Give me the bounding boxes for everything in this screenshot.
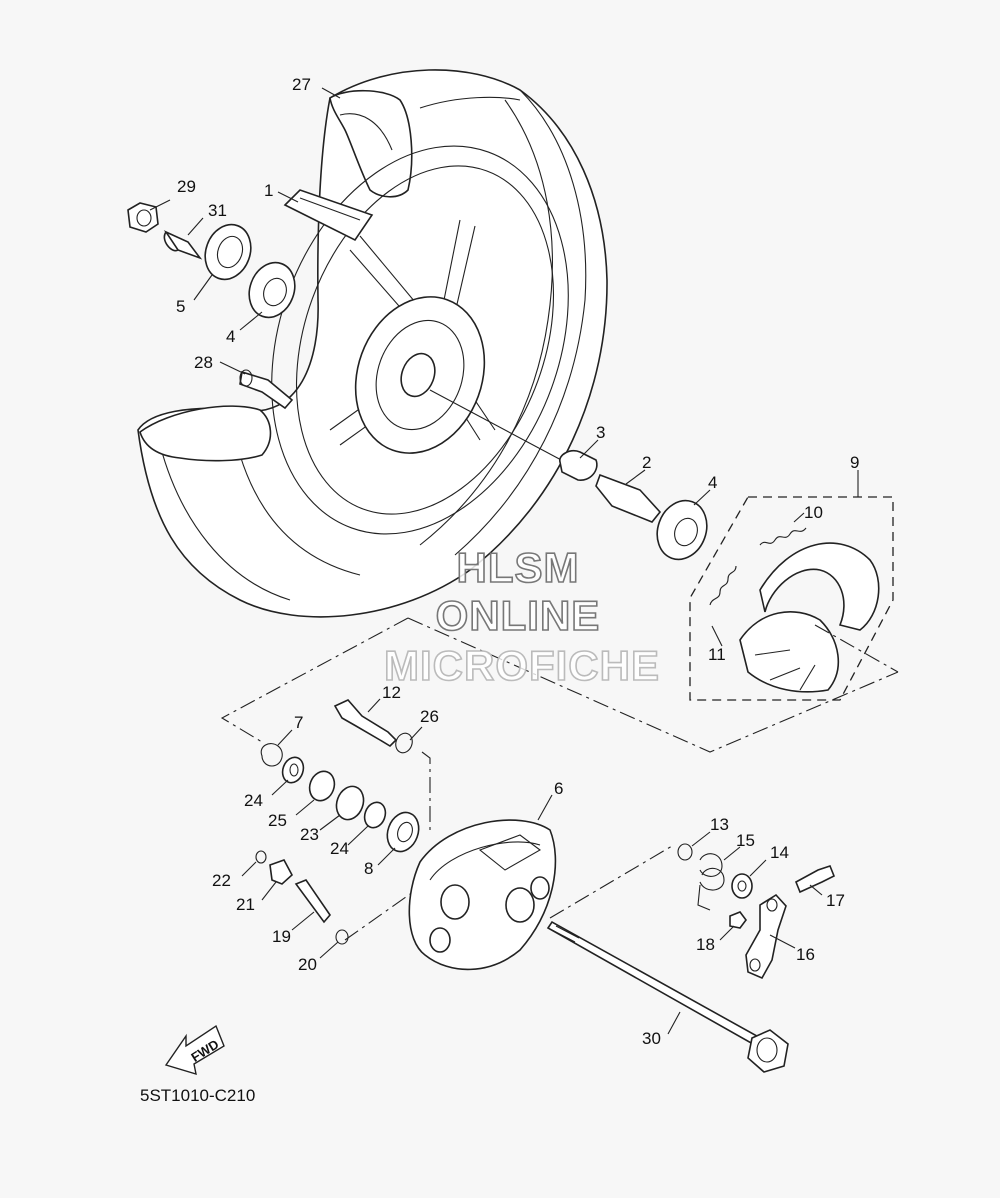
diagram-reference-code: 5ST1010-C210 (140, 1086, 255, 1105)
callout-15: 15 (736, 831, 755, 850)
spring-11 (709, 565, 737, 606)
watermark-line-3: MICROFICHE (384, 642, 660, 689)
callout-19: 19 (272, 927, 291, 946)
callout-1: 1 (264, 181, 273, 200)
oil-seal-8 (386, 811, 420, 853)
callout-3: 3 (596, 423, 605, 442)
camshaft-12 (333, 699, 398, 748)
callout-10: 10 (804, 503, 823, 522)
brake-shoe (759, 542, 880, 631)
leader-lines (149, 87, 859, 1035)
callout-24b: 24 (330, 839, 349, 858)
washer-20 (335, 929, 349, 945)
callout-23: 23 (300, 825, 319, 844)
nut-29 (127, 202, 159, 233)
brake-panel (408, 819, 557, 971)
callout-31: 31 (208, 201, 227, 220)
oring-26 (395, 732, 413, 754)
collar-31 (163, 230, 203, 260)
circlip-22 (255, 850, 267, 864)
spring-10 (759, 527, 807, 546)
callout-25: 25 (268, 811, 287, 830)
nut-18 (729, 911, 747, 929)
callout-24a: 24 (244, 791, 263, 810)
bolt-17 (794, 865, 836, 894)
wheel-assembly (137, 69, 608, 618)
pin-19 (294, 879, 332, 924)
callout-6: 6 (554, 779, 563, 798)
bearing-4-right (656, 499, 708, 561)
spacer-flange-3 (559, 450, 598, 481)
callout-12: 12 (382, 683, 401, 702)
callout-4-right: 4 (708, 473, 717, 492)
bolt-28 (239, 370, 294, 410)
watermark-line-2: ONLINE (436, 592, 601, 639)
washer-24b (363, 801, 387, 829)
washer-14 (731, 873, 753, 899)
callout-11: 11 (708, 645, 726, 664)
callout-labels: 27 1 29 31 5 4 28 3 2 4 9 10 11 12 26 7 … (176, 75, 859, 1048)
lever-23 (335, 785, 365, 821)
watermark: HLSM ONLINE MICROFICHE (383, 543, 660, 690)
bearing-4-left (248, 261, 296, 319)
oil-seal-5 (204, 223, 252, 281)
washer-24a (281, 756, 305, 784)
callout-8: 8 (364, 859, 373, 878)
left-hub-parts (127, 202, 296, 410)
callout-18: 18 (696, 935, 715, 954)
pin-21 (269, 859, 294, 885)
axle-spacer-parts (429, 389, 708, 561)
spacer-2 (595, 473, 662, 523)
callout-21: 21 (236, 895, 255, 914)
callout-5: 5 (176, 297, 185, 316)
axle-30 (546, 920, 789, 1073)
callout-16: 16 (796, 945, 815, 964)
callout-4-left: 4 (226, 327, 235, 346)
arm-16 (745, 893, 787, 980)
callout-9: 9 (850, 453, 859, 472)
indicator-plate-25 (308, 770, 336, 802)
cam-parts (260, 699, 420, 853)
spring-15 (697, 853, 725, 911)
callout-28: 28 (194, 353, 213, 372)
fwd-arrow-icon: FWD (164, 1024, 225, 1076)
brake-arm-parts (677, 843, 836, 980)
callout-2: 2 (642, 453, 651, 472)
brake-shoe-kit (689, 496, 899, 701)
watermark-line-1: HLSM (457, 544, 580, 591)
callout-29: 29 (177, 177, 196, 196)
callout-27: 27 (292, 75, 311, 94)
callout-13: 13 (710, 815, 729, 834)
callout-26: 26 (420, 707, 439, 726)
callout-30: 30 (642, 1029, 661, 1048)
callout-7: 7 (294, 713, 303, 732)
circlip-7 (260, 743, 283, 767)
callout-20: 20 (298, 955, 317, 974)
callout-22: 22 (212, 871, 231, 890)
callout-14: 14 (770, 843, 789, 862)
callout-17: 17 (826, 891, 845, 910)
pin-parts (255, 850, 349, 945)
washer-13 (677, 843, 693, 861)
